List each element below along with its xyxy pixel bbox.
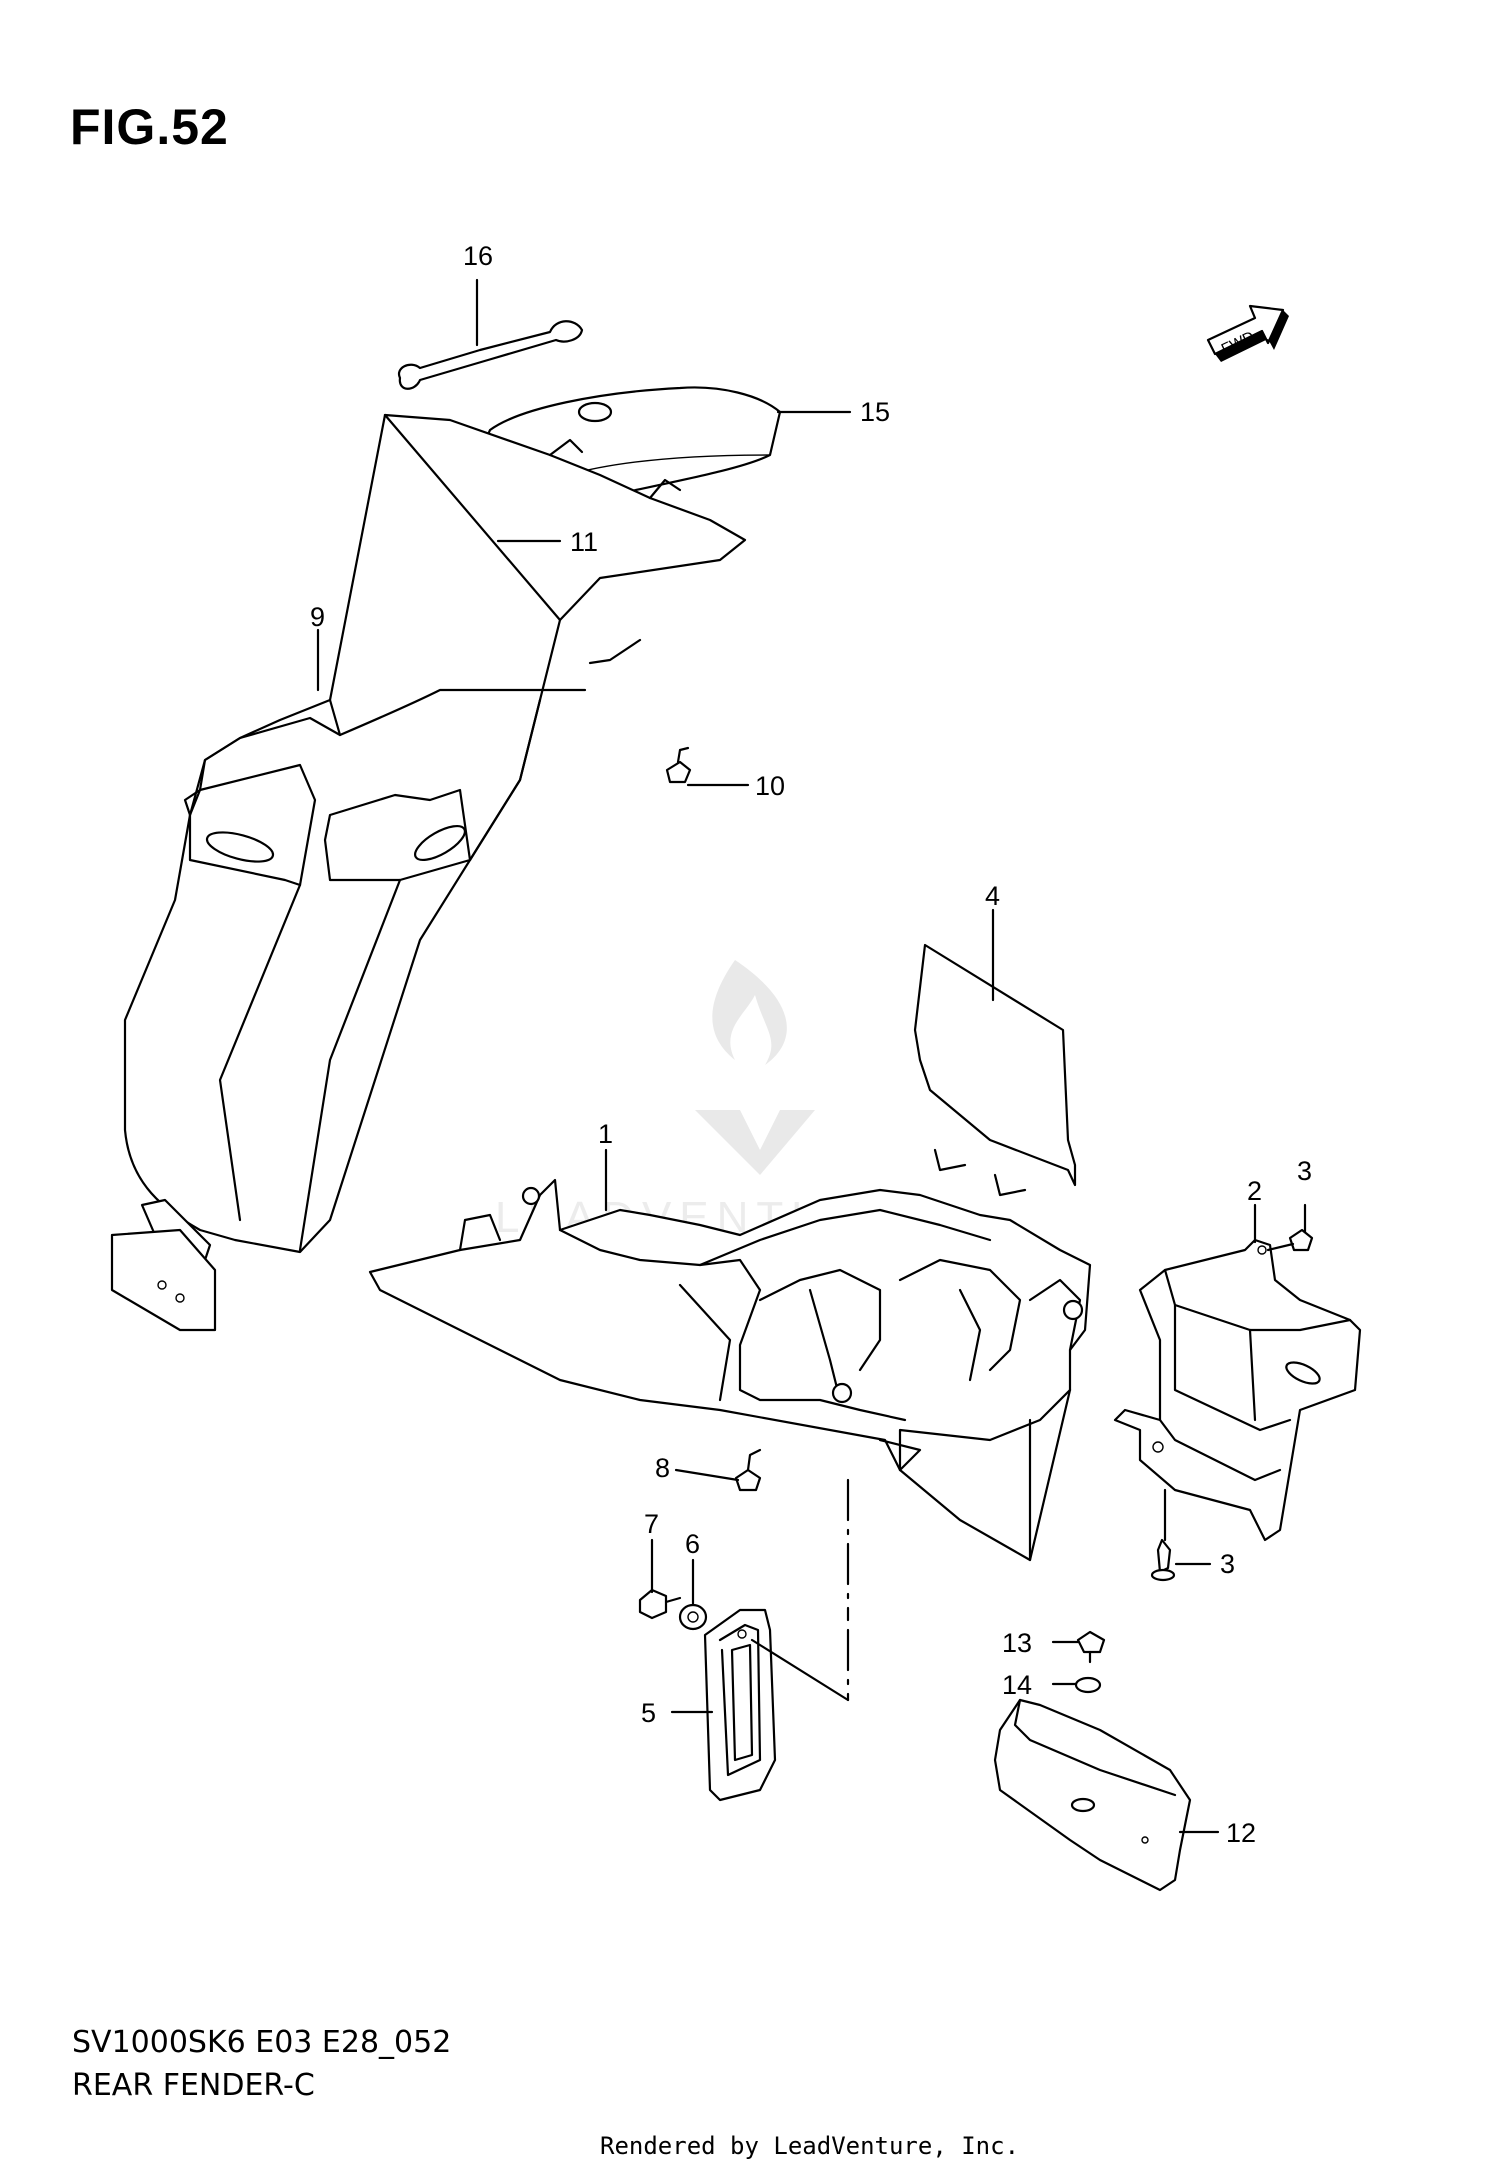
part-3-screw-upper: [1266, 1228, 1314, 1252]
part-2-bracket: [1113, 1238, 1362, 1542]
callout-7: 7: [644, 1509, 659, 1539]
callout-5: 5: [641, 1698, 656, 1728]
part-10-bolt: [665, 746, 692, 784]
callout-10: 10: [755, 771, 785, 801]
part-12-mud-guard: [993, 1698, 1192, 1892]
callout-14: 14: [1002, 1670, 1032, 1700]
part-4-plate: [913, 943, 1077, 1197]
callout-13: 13: [1002, 1628, 1032, 1658]
part-7-bolt: [638, 1588, 682, 1620]
part-14-washer: [1074, 1676, 1102, 1694]
callout-15: 15: [860, 397, 890, 427]
callout-4: 4: [985, 881, 1000, 911]
callout-9: 9: [310, 602, 325, 632]
part-3-screw-lower: [1150, 1538, 1176, 1582]
part-9-rear-fender: [110, 413, 747, 1332]
callout-11: 11: [570, 527, 598, 557]
callout-3-upper: 3: [1297, 1156, 1312, 1186]
figure-title: FIG.52: [70, 99, 229, 155]
callout-6: 6: [685, 1529, 700, 1559]
part-13-screw: [1076, 1630, 1106, 1664]
part-6-nut: [678, 1603, 708, 1631]
part-16-spanner: [397, 320, 584, 390]
part-8-bolt: [734, 1448, 762, 1492]
fwd-arrow-icon: FWD: [1206, 304, 1289, 362]
figure-name: REAR FENDER-C: [72, 2068, 315, 2103]
callout-8: 8: [655, 1453, 670, 1483]
callout-3-lower: 3: [1220, 1549, 1235, 1579]
callout-16: 16: [463, 241, 493, 271]
callout-2: 2: [1247, 1176, 1262, 1206]
leader-lines: [316, 278, 1307, 1834]
callout-1: 1: [598, 1119, 613, 1149]
figure-code: SV1000SK6 E03 E28_052: [72, 2025, 452, 2060]
part-5-reflector-holder: [703, 1608, 777, 1802]
part-1-inner-fender: [368, 1178, 1092, 1562]
callout-12: 12: [1226, 1818, 1256, 1848]
assembly-guide-line-2: [750, 1638, 850, 1702]
render-credit: Rendered by LeadVenture, Inc.: [600, 2132, 1020, 2160]
